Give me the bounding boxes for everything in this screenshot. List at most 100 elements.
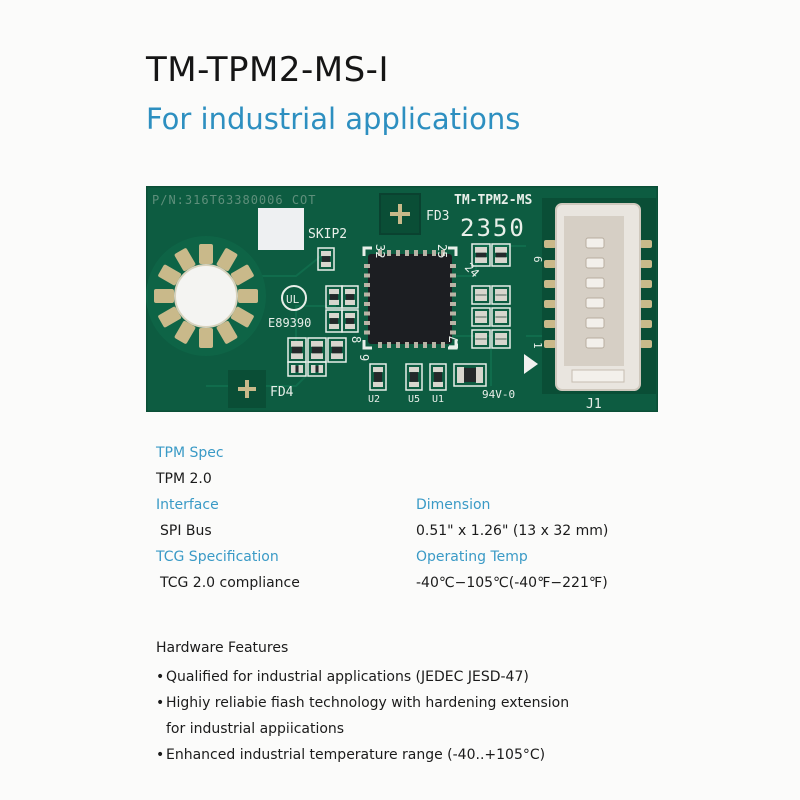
component-pad bbox=[475, 257, 487, 263]
component-pad bbox=[475, 289, 487, 295]
bullet-icon: • bbox=[156, 747, 165, 763]
component-pad bbox=[475, 367, 483, 383]
component-pad bbox=[495, 257, 507, 263]
chip-pin bbox=[414, 342, 418, 348]
chip-pin bbox=[364, 264, 370, 268]
connector-pad bbox=[544, 320, 556, 328]
connector-j1 bbox=[524, 198, 656, 394]
bullet-icon: • bbox=[156, 669, 165, 685]
tpm-spec-label: TPM Spec bbox=[156, 445, 224, 461]
component-body bbox=[464, 368, 476, 382]
component-pad bbox=[345, 313, 355, 319]
component-pad bbox=[321, 261, 331, 267]
component-pad bbox=[475, 311, 487, 317]
connector-pin bbox=[585, 257, 605, 269]
connector-pin-1-label: 1 bbox=[531, 342, 544, 349]
ring-pad bbox=[174, 248, 196, 272]
ring-pad bbox=[230, 264, 254, 286]
connector-pad bbox=[640, 340, 652, 348]
component-body bbox=[315, 366, 319, 372]
component-outline bbox=[429, 363, 447, 391]
connector-pad bbox=[544, 240, 556, 248]
component-outline bbox=[405, 363, 423, 391]
page-title: TM-TPM2-MS-I bbox=[146, 50, 389, 90]
component-outline bbox=[471, 243, 491, 267]
component-pad bbox=[475, 247, 487, 253]
component-pad bbox=[433, 381, 443, 387]
interface-value: SPI Bus bbox=[160, 523, 212, 539]
component-body bbox=[330, 294, 338, 300]
component-pad bbox=[475, 339, 487, 345]
component-pad bbox=[373, 381, 383, 387]
feature-text: Enhanced industrial temperature range (-… bbox=[166, 747, 546, 763]
fd3-label: FD3 bbox=[426, 209, 449, 224]
component-pad bbox=[495, 333, 507, 339]
component-pad bbox=[329, 313, 339, 319]
chip-pin bbox=[405, 250, 409, 256]
component-body bbox=[374, 372, 382, 382]
pcb-board-image: P/N:316T63380006 COT SKIP2 FD3 TM-TPM2-M… bbox=[146, 186, 658, 412]
chip-pin bbox=[378, 342, 382, 348]
chip-pin bbox=[387, 250, 391, 256]
component-pad bbox=[321, 251, 331, 257]
chip-pin bbox=[450, 283, 456, 287]
component-pad bbox=[331, 341, 343, 347]
component-pad bbox=[409, 367, 419, 373]
chip-pin bbox=[364, 321, 370, 325]
component-pad bbox=[495, 289, 507, 295]
operating-temp-value: -40℃−105℃(-40℉−221℉) bbox=[416, 575, 608, 591]
tpm-chip bbox=[368, 254, 452, 344]
chip-pin bbox=[450, 321, 456, 325]
component-outline bbox=[369, 363, 387, 391]
chip-pin bbox=[414, 250, 418, 256]
connector-pad bbox=[544, 260, 556, 268]
component-pad bbox=[475, 295, 487, 301]
component-pad bbox=[329, 289, 339, 295]
mounting-hole bbox=[146, 236, 266, 356]
svg-text:UL: UL bbox=[286, 293, 300, 306]
chip-pin bbox=[364, 283, 370, 287]
ring-pad bbox=[174, 320, 196, 344]
component-pad bbox=[298, 365, 303, 373]
ring-pad bbox=[158, 306, 182, 328]
connector-pin bbox=[585, 317, 605, 329]
ring-pad bbox=[238, 289, 258, 303]
chip-pin bbox=[364, 292, 370, 297]
chip-pin bbox=[364, 330, 370, 335]
feature-list: •Qualified for industrial applications (… bbox=[156, 664, 776, 768]
component-body bbox=[330, 318, 338, 324]
component-pad bbox=[495, 295, 507, 301]
component-pad bbox=[495, 247, 507, 253]
component-body bbox=[312, 346, 322, 354]
chip-pin bbox=[450, 311, 456, 316]
component-pad bbox=[475, 317, 487, 323]
component-outline bbox=[341, 285, 359, 309]
component-pad bbox=[329, 299, 339, 305]
ring-pad bbox=[199, 328, 213, 348]
component-outline bbox=[491, 243, 511, 267]
dimension-value: 0.51" x 1.26" (13 x 32 mm) bbox=[416, 523, 609, 539]
u2-label: U2 bbox=[368, 394, 380, 405]
chip-pin bbox=[364, 302, 370, 306]
features-heading: Hardware Features bbox=[156, 640, 289, 656]
pin-9-label: 9 bbox=[357, 354, 371, 361]
chip-pin bbox=[450, 292, 456, 297]
component-body bbox=[322, 256, 330, 262]
component-body bbox=[332, 346, 342, 354]
u1-label: U1 bbox=[432, 394, 444, 405]
component-pad bbox=[475, 333, 487, 339]
component-pad bbox=[409, 381, 419, 387]
component-pad bbox=[433, 367, 443, 373]
component-body bbox=[346, 318, 354, 324]
component-pad bbox=[311, 353, 323, 359]
component-pad bbox=[291, 365, 296, 373]
component-pad bbox=[345, 289, 355, 295]
component-outline bbox=[491, 307, 511, 327]
chip-pin bbox=[423, 342, 427, 348]
connector-pad bbox=[640, 280, 652, 288]
chip-pin bbox=[378, 250, 382, 256]
chip-pin bbox=[441, 250, 445, 256]
ul-code-label: E89390 bbox=[268, 316, 311, 330]
connector-pin-6-label: 6 bbox=[531, 256, 544, 263]
chip-pin bbox=[423, 250, 427, 256]
